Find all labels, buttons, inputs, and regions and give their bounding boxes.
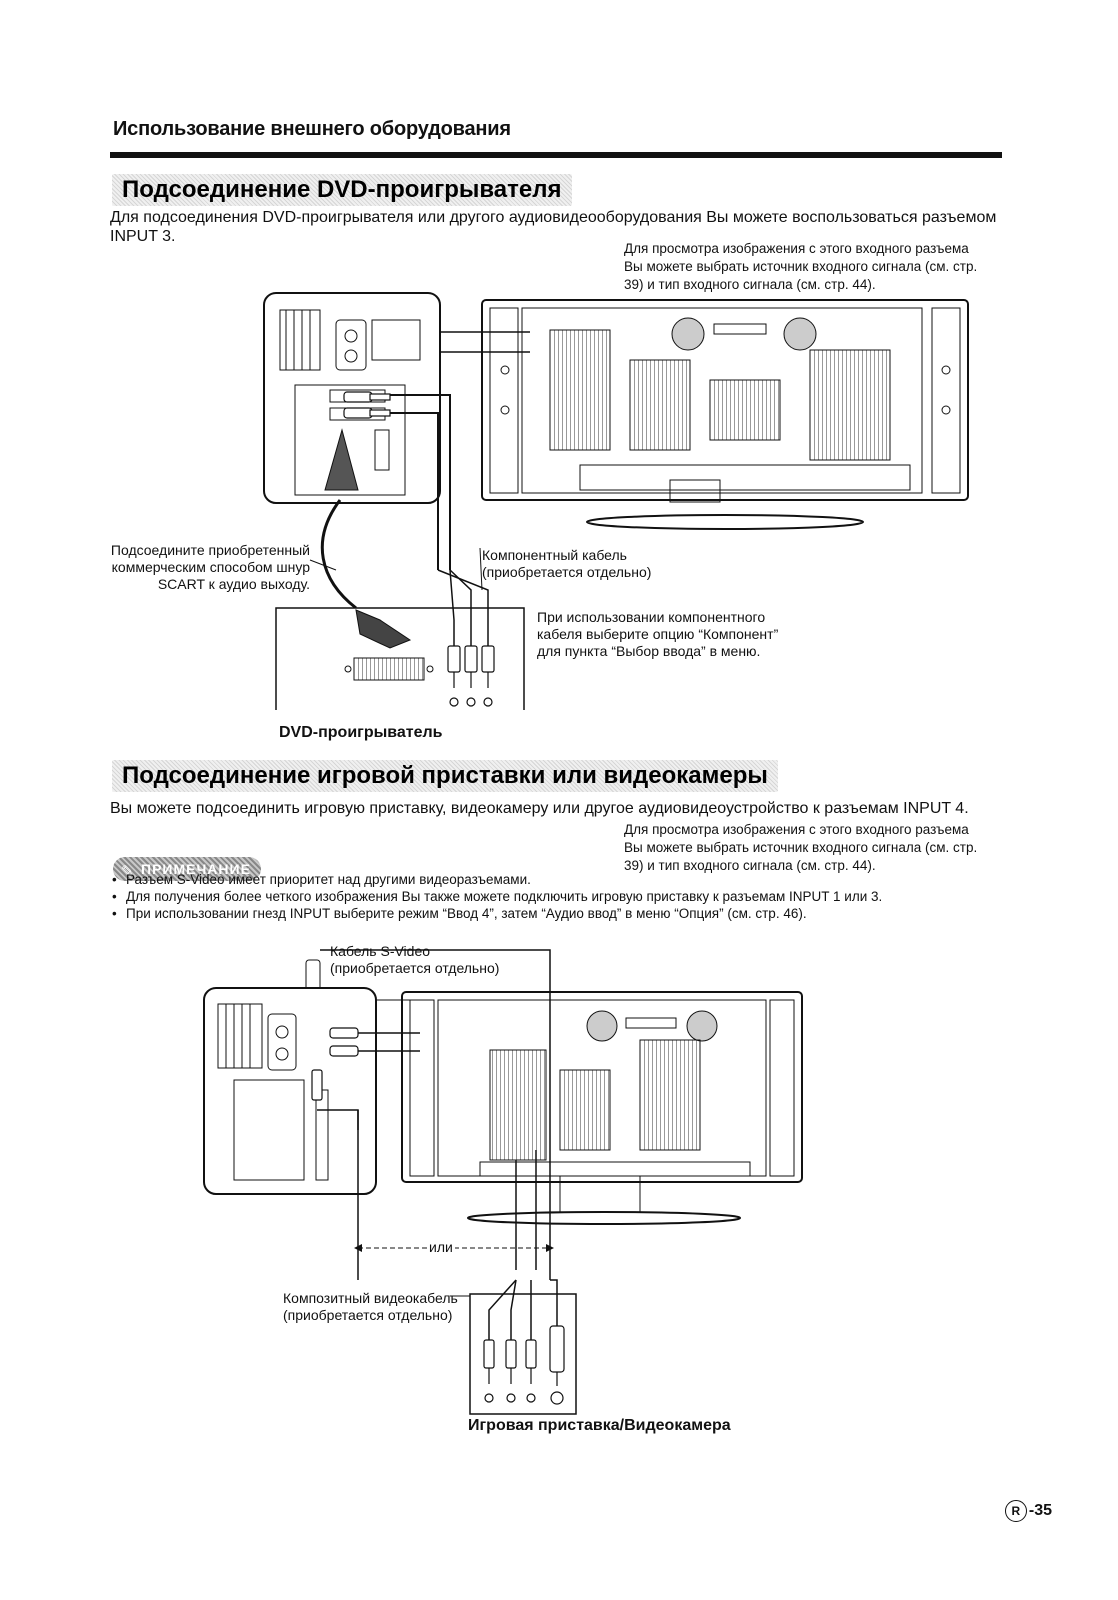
label-component-note: При использовании компонентного кабеля в… xyxy=(537,609,779,659)
dvd-player-caption: DVD-проигрыватель xyxy=(279,724,443,741)
label-composite-cable: Композитный видеокабель (приобретается о… xyxy=(283,1290,458,1323)
header-rule xyxy=(110,152,1002,158)
section2-right-note: Для просмотра изображения с этого входно… xyxy=(624,822,978,873)
label-or: или xyxy=(427,1239,455,1256)
section1-title: Подсоединение DVD-проигрывателя xyxy=(112,174,572,206)
rca-plug-icon xyxy=(311,1027,359,1101)
tv-rear-panel-icon xyxy=(401,991,803,1225)
note-bullet-list: Разъем S-Video имеет приоритет над други… xyxy=(110,871,990,922)
label-scart-cable: Подсоедините приобретенный коммерческим … xyxy=(110,542,310,592)
page-header: Использование внешнего оборудования xyxy=(113,118,511,140)
dvd-scart-socket-icon xyxy=(353,657,425,681)
label-svideo-cable: Кабель S-Video (приобретается отдельно) xyxy=(330,943,500,976)
rca-plug-icon xyxy=(447,645,495,707)
note-bullet: Для получения более четкого изображения … xyxy=(110,888,990,905)
svideo-plug-icon xyxy=(549,1325,565,1405)
game-console-connection-diagram xyxy=(203,949,803,1415)
note-bullet: При использовании гнезд INPUT выберите р… xyxy=(110,905,990,922)
scart-socket-icon xyxy=(374,429,390,471)
section1-intro: Для подсоединения DVD-проигрывателя или … xyxy=(110,209,997,245)
dvd-scart-plug-icon xyxy=(355,609,412,649)
page-number: R-35 xyxy=(1004,1500,1052,1522)
label-component-cable: Компонентный кабель (приобретается отдел… xyxy=(482,547,652,580)
rca-plug-icon xyxy=(483,1339,537,1403)
dvd-connection-diagram xyxy=(263,292,969,710)
note-bullet: Разъем S-Video имеет приоритет над други… xyxy=(110,871,990,888)
section2-title: Подсоединение игровой приставки или виде… xyxy=(112,760,778,792)
region-circle-icon: R xyxy=(1004,1500,1027,1522)
section2-intro: Вы можете подсоединить игровую приставку… xyxy=(110,800,969,817)
scart-plug-icon xyxy=(324,428,359,491)
tv-rear-panel-icon xyxy=(481,299,969,530)
game-console-caption: Игровая приставка/Видеокамера xyxy=(468,1417,731,1434)
rca-plug-icon xyxy=(343,391,391,419)
jack-detail-inset xyxy=(203,987,377,1195)
section1-right-note: Для просмотра изображения с этого входно… xyxy=(624,241,978,292)
